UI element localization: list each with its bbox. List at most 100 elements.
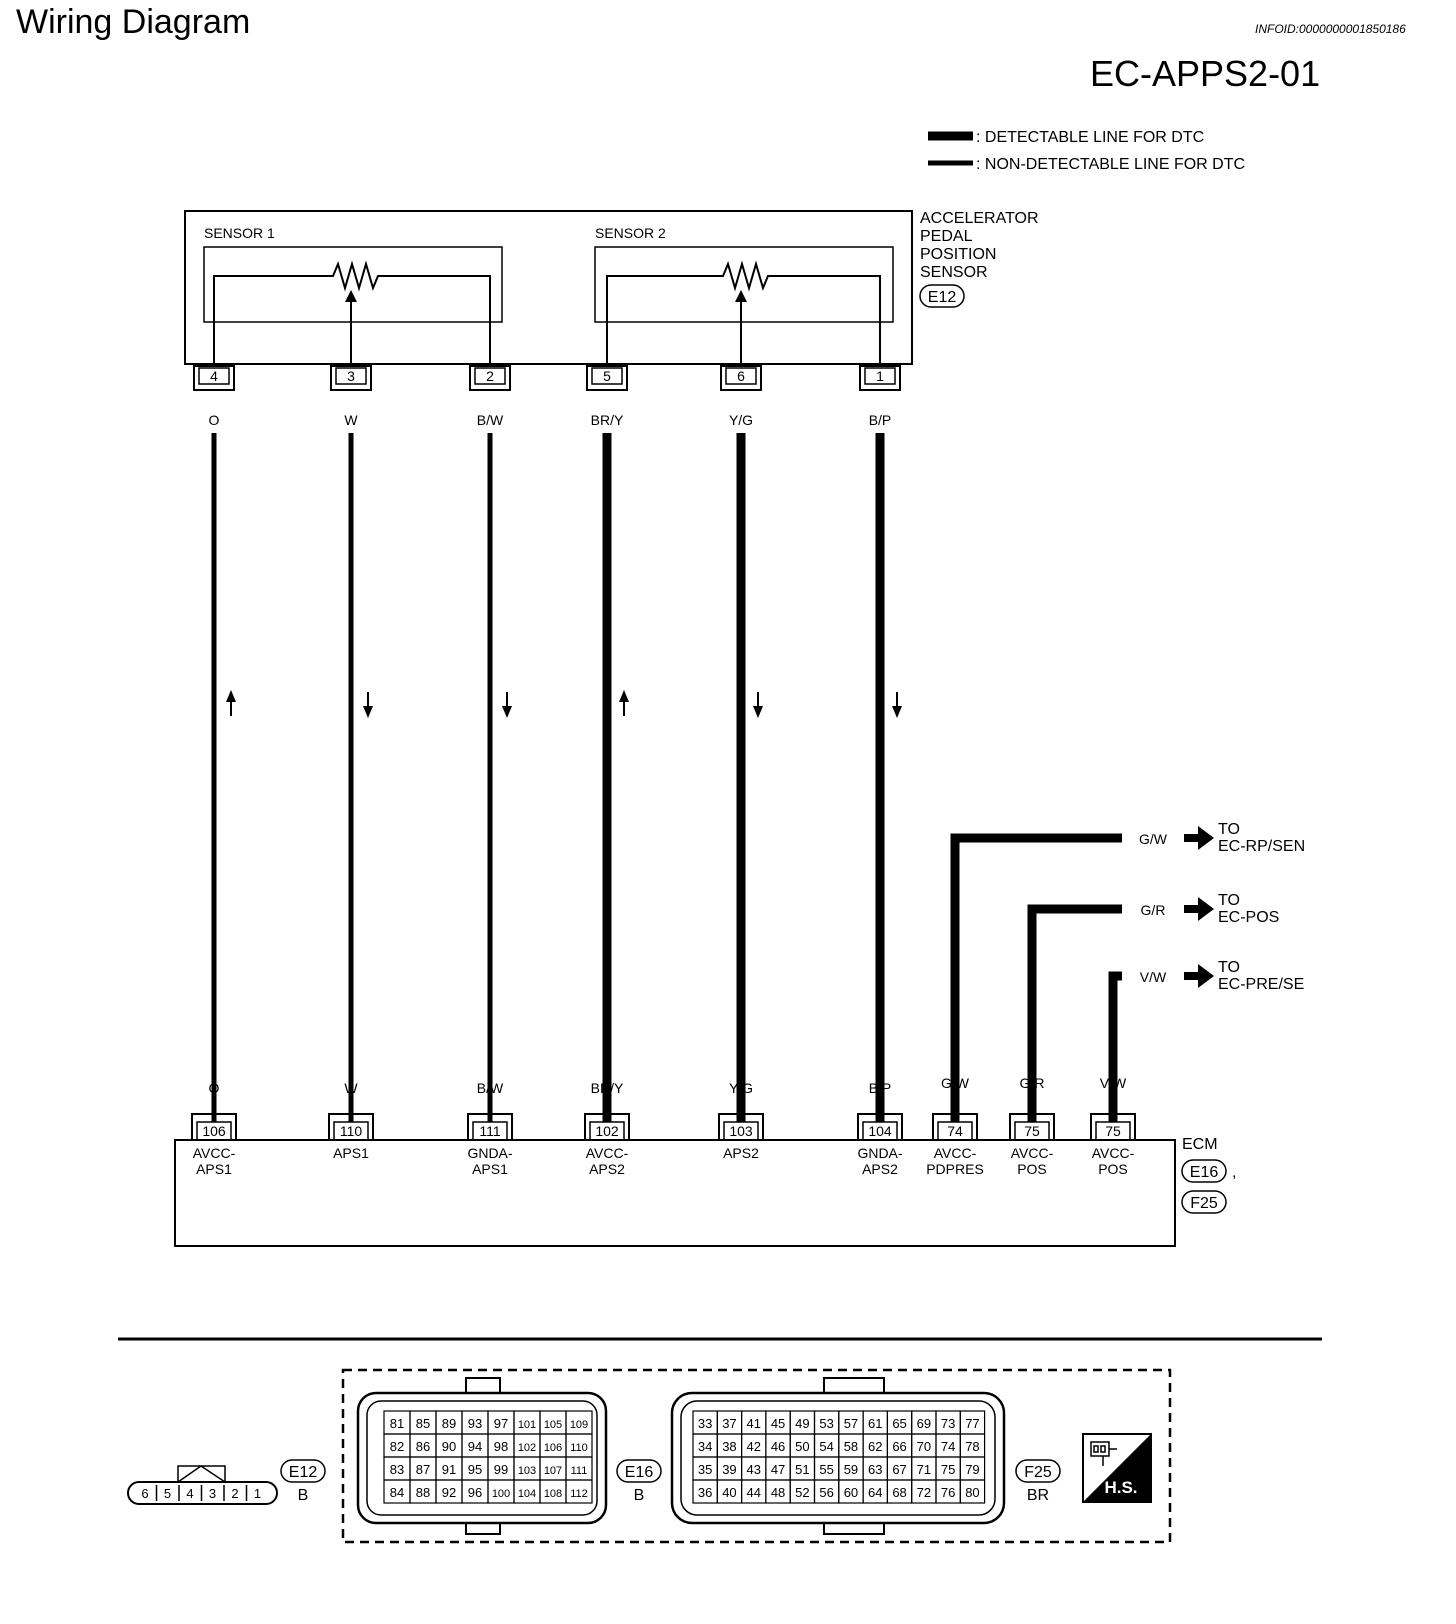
sensor-pin-5-cell xyxy=(591,367,623,385)
f25-pin: 39 xyxy=(722,1462,736,1477)
f25-pin: 57 xyxy=(844,1416,858,1431)
sensor-pin-2-outline xyxy=(469,365,511,391)
ecm-pin-102: 102 xyxy=(584,1113,630,1141)
sensor-pin-1: 1 xyxy=(859,365,901,391)
e16-pin: 98 xyxy=(494,1439,508,1454)
wire-color-top: BR/Y xyxy=(591,412,624,428)
wire-color-top: B/P xyxy=(869,412,892,428)
sensor-name-line3: POSITION xyxy=(920,246,996,263)
sensor1-wiper-arrow xyxy=(345,290,357,302)
wire-color-bottom: BR/Y xyxy=(591,1080,624,1096)
e16-pin: 96 xyxy=(468,1485,482,1500)
f25-pin: 36 xyxy=(698,1485,712,1500)
ecm-terminal-label: AVCC- xyxy=(193,1145,236,1161)
sensor-pin-5-number: 5 xyxy=(603,368,611,384)
ecm-terminal-label: APS2 xyxy=(862,1161,898,1177)
sensor-pin-1-cell xyxy=(864,367,896,385)
f25-pin: 65 xyxy=(892,1416,906,1431)
f25-pin: 42 xyxy=(747,1439,761,1454)
sensor2-label: SENSOR 2 xyxy=(595,225,666,241)
signal-arrowhead-down-icon xyxy=(363,706,373,718)
sensor2-circuit xyxy=(606,260,881,364)
f25-pin: 33 xyxy=(698,1416,712,1431)
wire-color-top: W xyxy=(344,412,358,428)
e16-pin: 102 xyxy=(518,1442,536,1454)
sensor-name-line4: SENSOR xyxy=(920,264,988,281)
sensor-pin-5: 5 xyxy=(586,365,628,391)
branch-to-label: TO xyxy=(1218,892,1240,909)
f25-pin: 46 xyxy=(771,1439,785,1454)
sensor-pin-3-outline xyxy=(330,365,372,391)
f25-top-tab xyxy=(823,1377,885,1393)
e16-id: E16 xyxy=(625,1464,654,1481)
wire-color-bottom: O xyxy=(209,1080,220,1096)
e16-badge xyxy=(616,1459,662,1483)
e16-pin: 106 xyxy=(544,1442,562,1454)
e16-pin: 91 xyxy=(442,1462,456,1477)
sensor-pin-2: 2 xyxy=(469,365,511,391)
e12-pin: 3 xyxy=(209,1486,216,1501)
ecm-connector1-badge xyxy=(1181,1159,1227,1183)
e16-cell xyxy=(565,1479,593,1504)
ecm-connectors-dashed-frame xyxy=(341,1368,1172,1544)
hs-label: H.S. xyxy=(1104,1478,1137,1497)
ecm-terminal-label: APS2 xyxy=(589,1161,625,1177)
e16-pin: 85 xyxy=(416,1416,430,1431)
e12-pin: 2 xyxy=(231,1486,238,1501)
ecm-pin-74: 74 xyxy=(932,1113,978,1141)
f25-pin: 44 xyxy=(747,1485,761,1500)
f25-pin: 74 xyxy=(941,1439,955,1454)
f25-pin: 77 xyxy=(965,1416,979,1431)
branch-color-bottom: G/W xyxy=(941,1075,970,1091)
f25-pin: 80 xyxy=(965,1485,979,1500)
f25-pin: 35 xyxy=(698,1462,712,1477)
e16-pin: 100 xyxy=(492,1488,510,1500)
branch-to-label: TO xyxy=(1218,821,1240,838)
ecm-terminal-label: APS2 xyxy=(723,1145,759,1161)
branch-to-label: TO xyxy=(1218,959,1240,976)
branch-to-target: EC-POS xyxy=(1218,909,1279,926)
f25-pin: 60 xyxy=(844,1485,858,1500)
branch-line xyxy=(1108,971,1122,1122)
ecm-name: ECM xyxy=(1182,1136,1218,1153)
ecm-pin-111: 111 xyxy=(467,1113,513,1141)
ecm-module: ECM E16 , F25 xyxy=(174,1136,1236,1247)
e16-pin: 84 xyxy=(390,1485,404,1500)
branches-layer: G/WTOEC-RP/SENG/W74AVCC-PDPRESG/RTOEC-PO… xyxy=(926,821,1305,1177)
sensor-pin-1-outline xyxy=(859,365,901,391)
e16-pin: 95 xyxy=(468,1462,482,1477)
wire-color-bottom: W xyxy=(344,1080,358,1096)
harness-side-icon: H.S. xyxy=(1082,1433,1152,1503)
f25-pin: 49 xyxy=(795,1416,809,1431)
ecm-pin-75: 75 xyxy=(1009,1113,1055,1141)
signal-arrowhead-down-icon xyxy=(892,706,902,718)
e16-bottom-tab xyxy=(465,1523,501,1535)
sensor-name-line1: ACCELERATOR xyxy=(920,210,1039,227)
f25-pin: 56 xyxy=(819,1485,833,1500)
ecm-pin-74-number: 74 xyxy=(947,1123,963,1139)
e16-pin: 90 xyxy=(442,1439,456,1454)
f25-pin: 50 xyxy=(795,1439,809,1454)
e16-pin: 82 xyxy=(390,1439,404,1454)
f25-pin: 48 xyxy=(771,1485,785,1500)
sensor-body xyxy=(184,210,913,365)
e12-id: E12 xyxy=(289,1464,318,1481)
ecm-terminal-label: GNDA- xyxy=(467,1145,512,1161)
f25-pin: 67 xyxy=(892,1462,906,1477)
e12-lock-tab xyxy=(177,1465,226,1483)
f25-pin: 59 xyxy=(844,1462,858,1477)
e12-badge xyxy=(280,1459,326,1483)
e16-pin: 110 xyxy=(570,1442,588,1454)
ecm-terminal-label: POS xyxy=(1098,1161,1128,1177)
sensor-pin-4-cell xyxy=(198,367,230,385)
hs-connector-glyph-icon xyxy=(1090,1441,1117,1466)
